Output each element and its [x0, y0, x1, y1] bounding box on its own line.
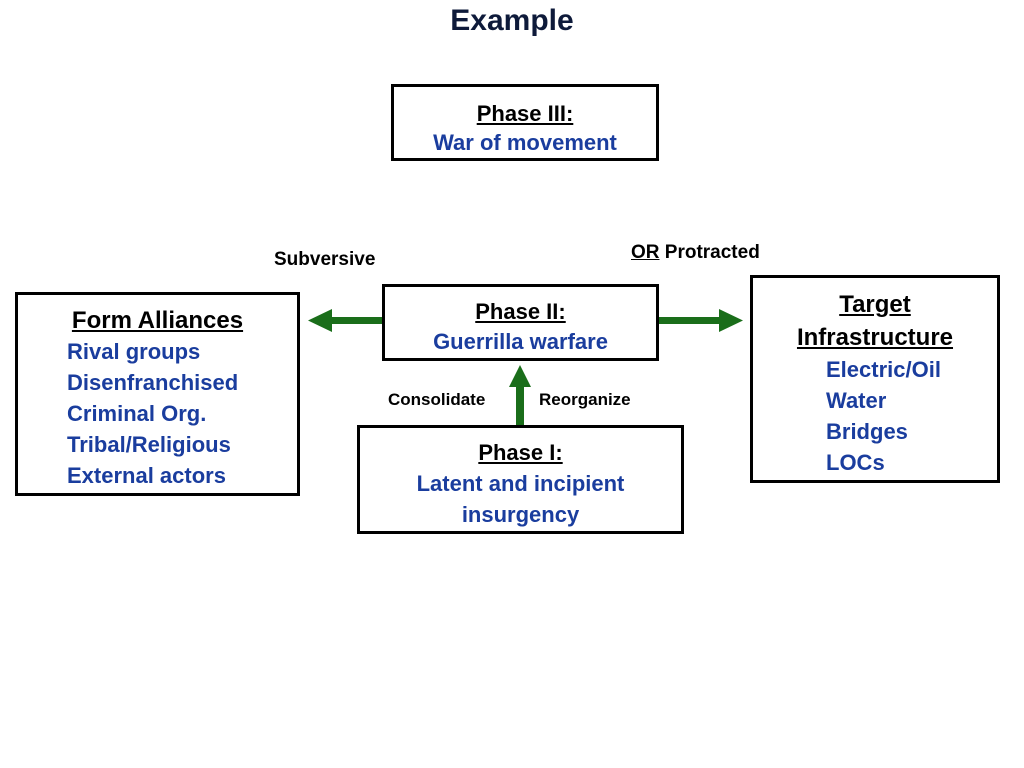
phase-2-box: Phase II: Guerrilla warfare — [382, 284, 659, 361]
phase-1-text-line-1: Latent and incipient — [416, 471, 625, 496]
alliances-list: Rival groups Disenfranchised Criminal Or… — [18, 336, 297, 491]
target-heading-line-2: Infrastructure — [796, 324, 954, 351]
phase-3-heading: Phase III: — [476, 101, 574, 126]
subversive-label: Subversive — [274, 249, 376, 270]
alliances-item: Disenfranchised — [67, 370, 239, 395]
phase-2-text: Guerrilla warfare — [433, 329, 608, 354]
arrow-up-head — [509, 365, 531, 387]
phase-1-text-line-2: insurgency — [461, 502, 580, 527]
target-heading-line-1: Target — [839, 291, 911, 318]
target-item: LOCs — [826, 450, 885, 475]
consolidate-label: Consolidate — [388, 390, 486, 409]
target-item: Bridges — [826, 419, 908, 444]
target-list: Electric/Oil Water Bridges LOCs — [753, 354, 997, 478]
or-label: OR — [631, 242, 660, 263]
alliances-item: Criminal Org. — [67, 401, 207, 426]
alliances-heading: Form Alliances — [71, 307, 244, 334]
target-box: Target Infrastructure Electric/Oil Water… — [750, 275, 1000, 483]
arrow-left-shaft — [330, 317, 383, 324]
page-title: Example — [450, 4, 574, 37]
alliances-item: Tribal/Religious — [67, 432, 231, 457]
phase-1-heading: Phase I: — [478, 440, 563, 465]
arrow-right-shaft — [658, 317, 720, 324]
phase-1-box: Phase I: Latent and incipient insurgency — [357, 425, 684, 534]
alliances-item: External actors — [67, 463, 226, 488]
target-item: Water — [826, 388, 887, 413]
arrow-up-shaft — [516, 385, 524, 427]
protracted-label: Protracted — [664, 242, 760, 263]
arrow-left-head — [308, 309, 332, 332]
alliances-item: Rival groups — [67, 339, 201, 364]
phase-3-text: War of movement — [433, 130, 617, 155]
target-item: Electric/Oil — [826, 357, 941, 382]
phase-2-heading: Phase II: — [475, 299, 566, 324]
protracted-label-group: OR Protracted — [631, 242, 760, 264]
reorganize-label: Reorganize — [539, 390, 631, 409]
phase-3-box: Phase III: War of movement — [391, 84, 659, 161]
arrow-right-head — [719, 309, 743, 332]
alliances-box: Form Alliances Rival groups Disenfranchi… — [15, 292, 300, 496]
